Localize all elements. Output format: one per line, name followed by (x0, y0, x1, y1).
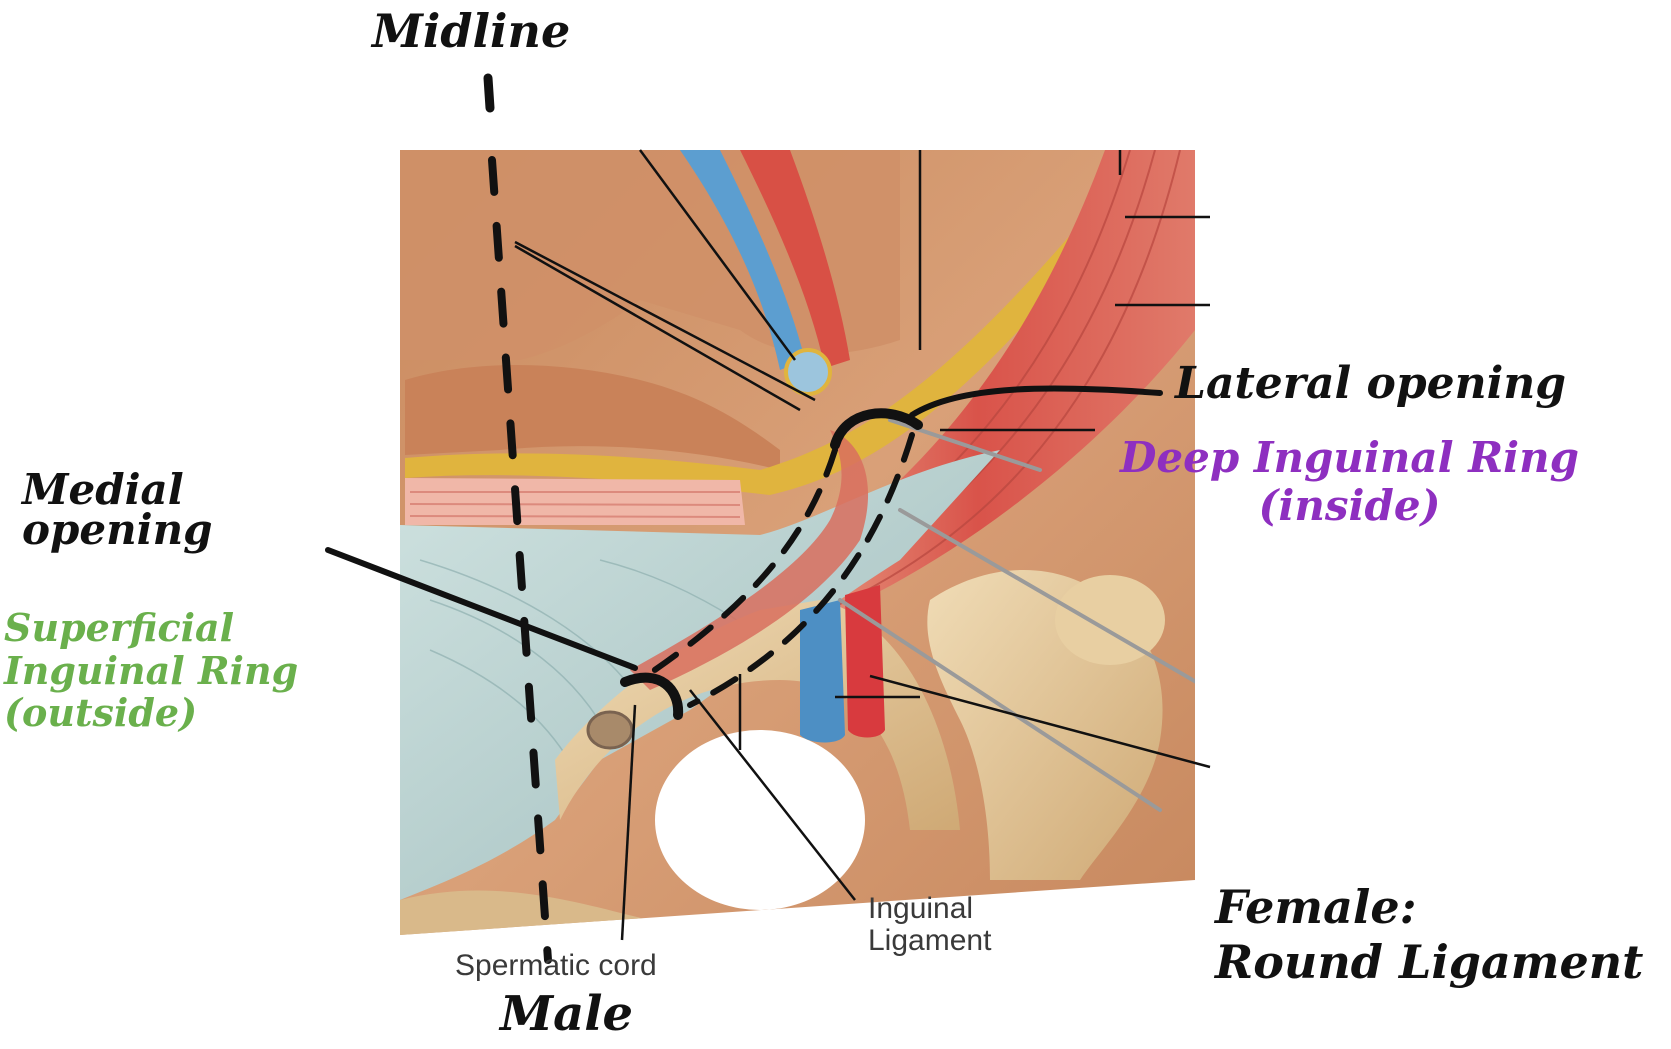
midline-tick (483, 73, 495, 113)
inguinal-canal-dashed-upper (637, 447, 838, 683)
obturator-foramen (655, 730, 865, 910)
external-iliac-artery-upper (740, 150, 850, 368)
vessel-ring (784, 348, 832, 396)
lateral-opening-label: Lateral opening (1175, 358, 1567, 409)
external-iliac-vein-upper (680, 150, 805, 370)
medial-opening-label: Medial opening (22, 465, 213, 554)
female-round-ligament-label: Female: Round Ligament (1215, 880, 1644, 990)
deep-ring-label: Deep Inguinal Ring (inside) (1120, 433, 1579, 531)
canal-contents (630, 430, 869, 690)
deep-ring-arc (830, 408, 923, 450)
external-ring-region (586, 710, 634, 750)
male-label: Male (500, 986, 634, 1042)
leader-lines (514, 149, 1211, 941)
superficial-ring-label: Superficial Inguinal Ring (outside) (4, 605, 299, 736)
inguinal-canal-dashed-lower (687, 432, 915, 708)
femoral-head (1055, 575, 1165, 665)
handwritten-strokes (325, 73, 1163, 964)
midline-label: Midline (372, 4, 571, 58)
femoral-vein (800, 600, 845, 743)
fat-band (405, 200, 1125, 495)
spermatic-cord-label: Spermatic cord (455, 949, 657, 982)
lateral-opening-pointer (909, 385, 1163, 418)
rectus-muscle (405, 365, 780, 470)
medial-opening-pointer (325, 547, 638, 671)
superficial-ring-arc (620, 672, 684, 720)
rectus-sheath-band (405, 478, 745, 525)
inguinal-ligament-label: Inguinal Ligament (868, 892, 992, 957)
midline-dashed-line (488, 156, 552, 964)
